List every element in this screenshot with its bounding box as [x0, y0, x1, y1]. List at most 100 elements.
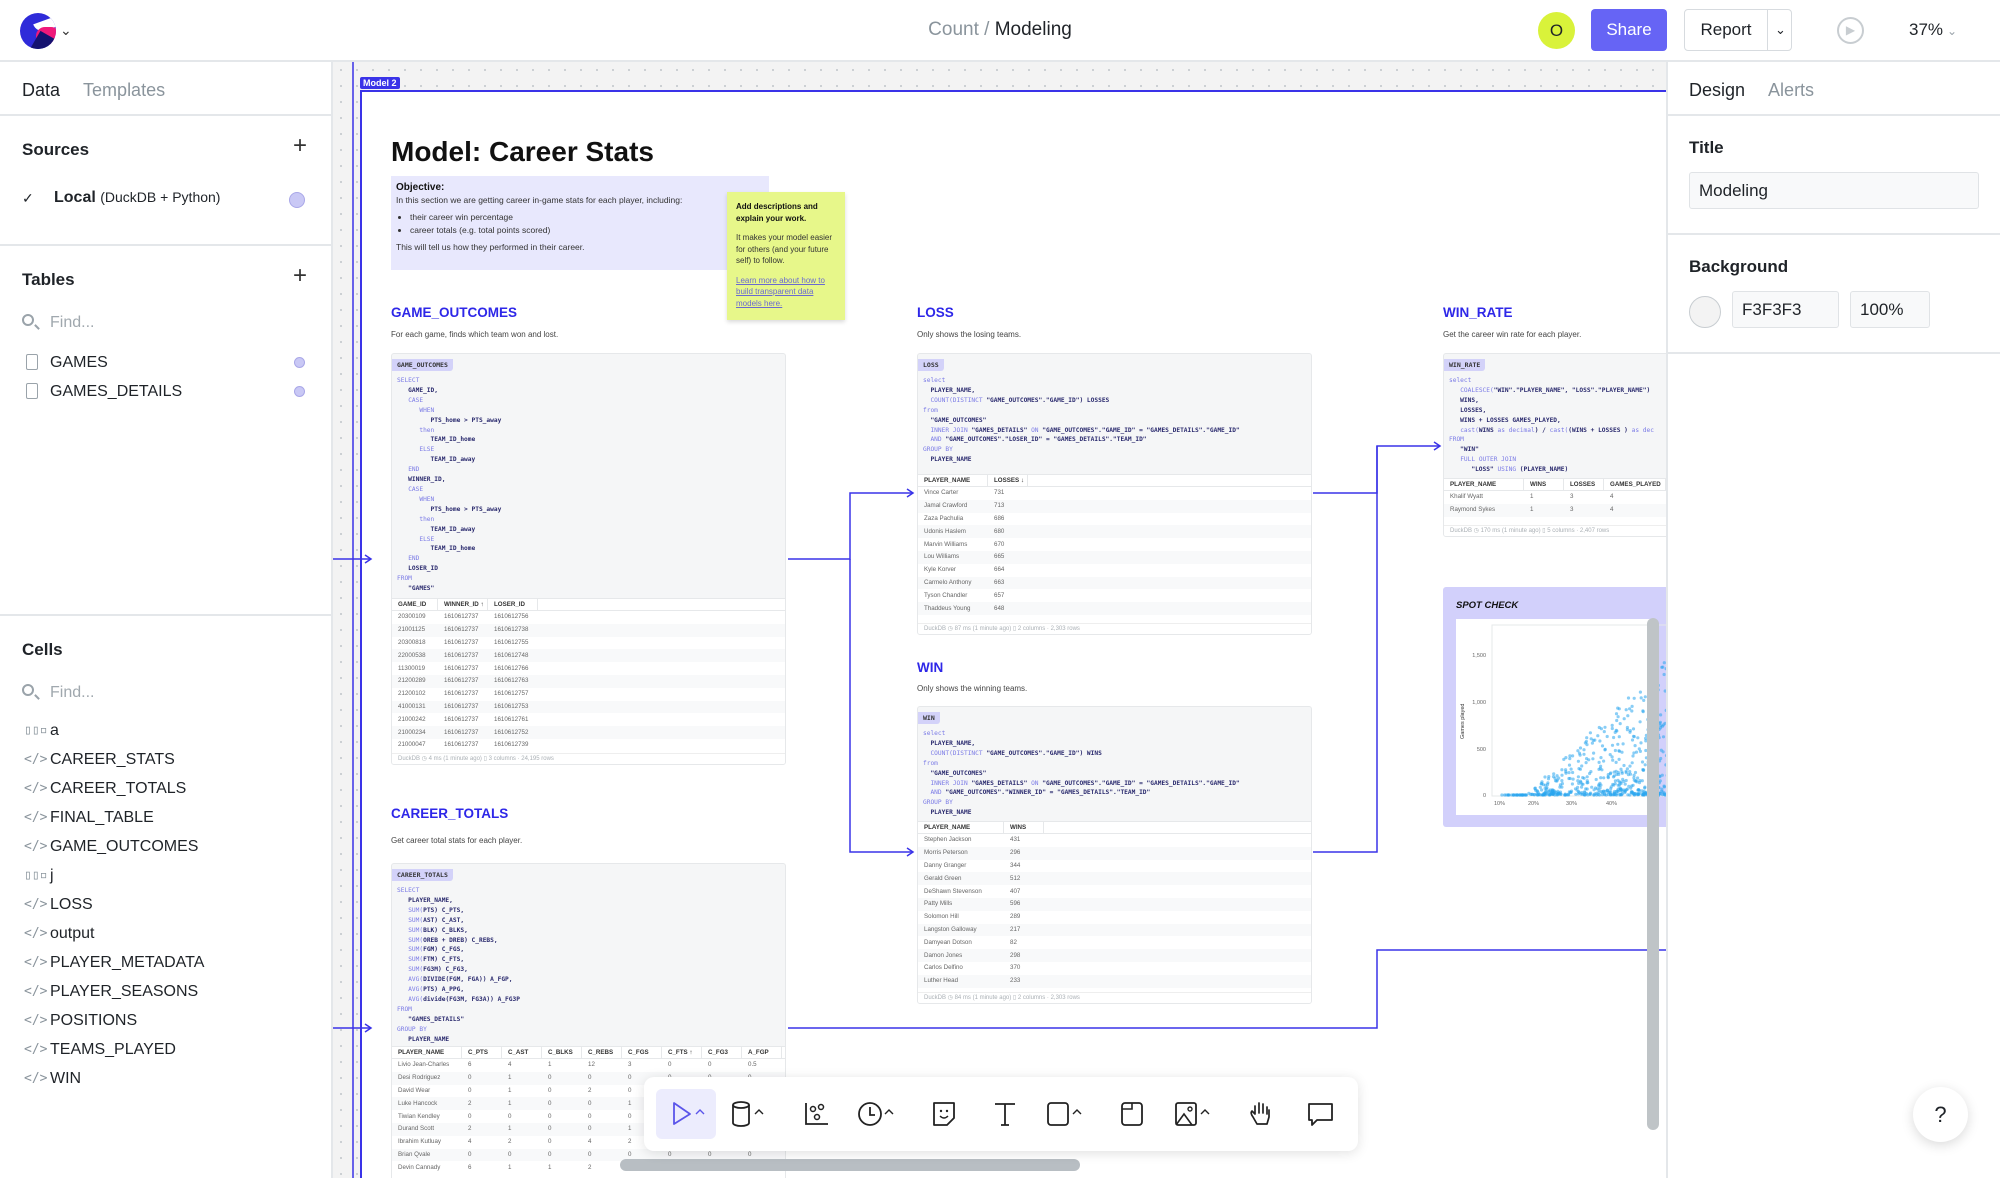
- sql-cell-game-outcomes[interactable]: GAME_OUTCOMES SELECT GAME_ID, CASE WHEN …: [391, 353, 786, 765]
- background-opacity-input[interactable]: 100%: [1850, 291, 1930, 328]
- column-header[interactable]: PLAYER_NAME: [918, 475, 988, 486]
- column-header[interactable]: C_REBS: [582, 1047, 622, 1058]
- report-label[interactable]: Report: [1700, 20, 1752, 39]
- cell-title-career-totals[interactable]: CAREER_TOTALS: [391, 806, 509, 821]
- breadcrumb-current[interactable]: Modeling: [994, 19, 1072, 40]
- canvas[interactable]: Model 2 Model: Career Stats Objective: I…: [333, 62, 1666, 1178]
- tab-alerts[interactable]: Alerts: [1768, 80, 1815, 100]
- sql-cell-loss[interactable]: LOSS select PLAYER_NAME, COUNT(DISTINCT …: [917, 353, 1312, 635]
- column-header[interactable]: A_FGP: [742, 1047, 782, 1058]
- title-input[interactable]: Modeling: [1689, 172, 1979, 209]
- cells-search-input[interactable]: Find...: [22, 684, 309, 706]
- share-button[interactable]: Share: [1591, 9, 1667, 51]
- background-hex-input[interactable]: F3F3F3: [1732, 291, 1839, 328]
- column-header[interactable]: WINS: [1524, 479, 1564, 490]
- cell-item-win[interactable]: </>WIN: [22, 1064, 309, 1093]
- cell-title-win-rate[interactable]: WIN_RATE: [1443, 305, 1513, 320]
- source-item-local[interactable]: ✓ Local (DuckDB + Python): [22, 189, 309, 212]
- sql-code[interactable]: SELECT GAME_ID, CASE WHEN PTS_home > PTS…: [397, 377, 502, 593]
- timer-tool-clock-icon[interactable]: [852, 1089, 902, 1139]
- sql-cell-win-rate[interactable]: WIN_RATE select COALESCE("WIN"."PLAYER_N…: [1443, 353, 1666, 537]
- column-header[interactable]: PLAYER_NAME: [1444, 479, 1524, 490]
- cell-item-output[interactable]: </>output: [22, 919, 309, 948]
- add-table-plus-icon[interactable]: +: [292, 262, 307, 289]
- sticky-note-tool-icon[interactable]: [920, 1089, 970, 1139]
- column-header[interactable]: LOSSES: [1564, 479, 1604, 490]
- cell-item-career-totals[interactable]: </>CAREER_TOTALS: [22, 774, 309, 803]
- tab-data[interactable]: Data: [22, 80, 61, 100]
- cell-item-positions[interactable]: </>POSITIONS: [22, 1006, 309, 1035]
- avatar[interactable]: O: [1538, 12, 1575, 49]
- cell-item-player-seasons[interactable]: </>PLAYER_SEASONS: [22, 977, 309, 1006]
- text-tool-icon[interactable]: [980, 1089, 1030, 1139]
- breadcrumb-parent[interactable]: Count: [928, 19, 979, 40]
- select-tool[interactable]: [656, 1089, 716, 1139]
- cell-item-j[interactable]: ▯▯▫j: [22, 861, 309, 890]
- image-tool-icon[interactable]: [1168, 1089, 1218, 1139]
- comment-tool-icon[interactable]: [1296, 1089, 1346, 1139]
- sql-code[interactable]: select PLAYER_NAME, COUNT(DISTINCT "GAME…: [923, 730, 1240, 817]
- chart-tool-icon[interactable]: [792, 1089, 842, 1139]
- data-source-tool-database-icon[interactable]: [724, 1089, 774, 1139]
- sql-cell-win[interactable]: WIN select PLAYER_NAME, COUNT(DISTINCT "…: [917, 706, 1312, 1004]
- column-header[interactable]: LOSSES ↓: [988, 475, 1028, 486]
- objective-note[interactable]: Objective: In this section we are gettin…: [391, 176, 769, 270]
- column-header[interactable]: WINS: [1004, 822, 1044, 833]
- shape-tool-square-icon[interactable]: [1040, 1089, 1090, 1139]
- cell-item-final-table[interactable]: </>FINAL_TABLE: [22, 803, 309, 832]
- cell-item-loss[interactable]: </>LOSS: [22, 890, 309, 919]
- sticky-link[interactable]: Learn more about how to build transparen…: [736, 275, 825, 308]
- vertical-scrollbar[interactable]: [1647, 618, 1659, 1130]
- background-color-swatch[interactable]: [1689, 296, 1721, 328]
- cell-title-win[interactable]: WIN: [917, 660, 944, 675]
- horizontal-scrollbar[interactable]: [620, 1159, 1080, 1171]
- column-header[interactable]: C_PTS: [462, 1047, 502, 1058]
- help-button[interactable]: ?: [1913, 1087, 1968, 1142]
- frame-tool-icon[interactable]: [1108, 1089, 1158, 1139]
- add-source-plus-icon[interactable]: +: [292, 132, 307, 159]
- report-button[interactable]: Report ⌄: [1684, 9, 1792, 51]
- column-header[interactable]: C_FG3: [702, 1047, 742, 1058]
- cell-item-game-outcomes[interactable]: </>GAME_OUTCOMES: [22, 832, 309, 861]
- column-header[interactable]: C_BLKS: [542, 1047, 582, 1058]
- column-header[interactable]: C_FTS ↑: [662, 1047, 702, 1058]
- chevron-down-icon[interactable]: ⌄: [60, 22, 72, 38]
- zoom-level-dropdown[interactable]: 37%⌄: [1909, 20, 1957, 40]
- sql-code[interactable]: select PLAYER_NAME, COUNT(DISTINCT "GAME…: [923, 377, 1240, 464]
- sql-code[interactable]: SELECT PLAYER_NAME, SUM(PTS) C_PTS, SUM(…: [397, 887, 520, 1043]
- app-logo-icon[interactable]: [20, 13, 56, 49]
- cell-title-game-outcomes[interactable]: GAME_OUTCOMES: [391, 305, 518, 320]
